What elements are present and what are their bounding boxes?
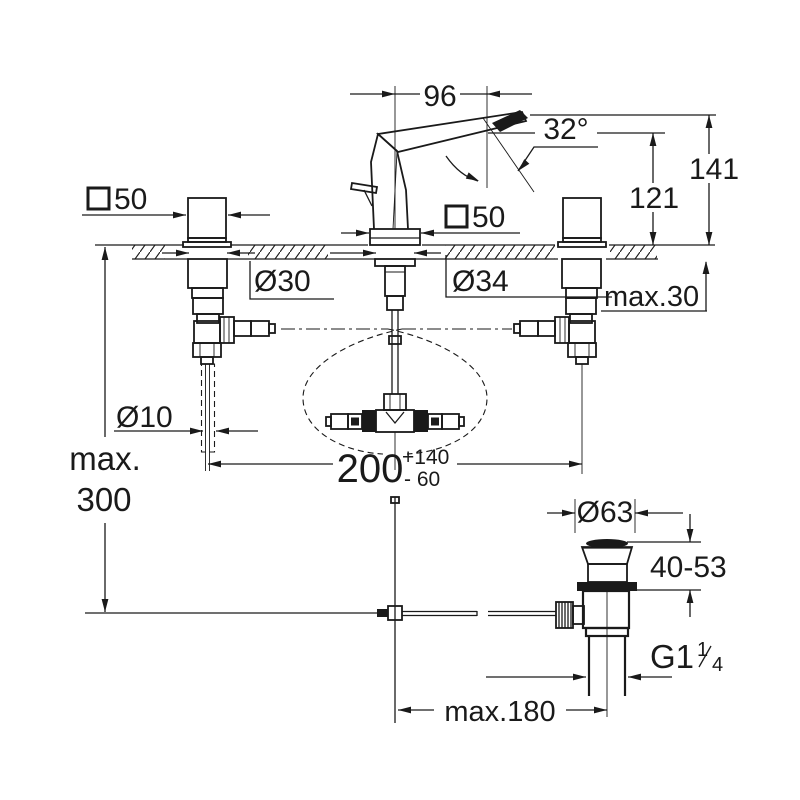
dimension-spout-angle: 32° xyxy=(445,113,665,193)
spout-blade xyxy=(375,111,528,153)
square-symbol xyxy=(444,204,469,229)
pull-rod-dashed xyxy=(200,363,216,453)
dim-d10-label: Ø10 xyxy=(116,401,173,434)
right-handle xyxy=(562,197,602,239)
dim-g1-denominator: 4 xyxy=(712,654,723,676)
dim-sq50-left-label: 50 xyxy=(114,183,147,216)
square-symbol xyxy=(86,186,111,211)
bottom-view-linkage xyxy=(377,496,556,723)
dimension-waste-flange: Ø63 xyxy=(547,496,683,533)
dimension-spout-projection: 96 xyxy=(350,80,532,188)
dimension-hole-distance: 200 +140 - 60 xyxy=(208,446,582,491)
pop-up-lever xyxy=(349,181,379,195)
hose-swing-arc-left xyxy=(302,328,403,455)
dim-d30-label: Ø30 xyxy=(254,265,311,298)
tee-connector xyxy=(375,409,415,433)
waste-body xyxy=(581,589,631,630)
left-flex-hose xyxy=(250,320,270,337)
dim-max30-label: max.30 xyxy=(604,281,699,313)
dim-4053-label: 40-53 xyxy=(650,551,727,584)
dimension-handle-square: 50 xyxy=(82,183,270,219)
waste-flange xyxy=(577,582,637,591)
dimension-deck-thickness: max.30 xyxy=(601,261,710,313)
countertop-section xyxy=(95,244,715,260)
pop-up-plug-cap xyxy=(586,539,628,548)
dimension-waste-thread: G1 1 4 xyxy=(486,638,723,681)
dim-300-label: 300 xyxy=(76,481,131,518)
dim-g1-numerator: 1 xyxy=(697,639,708,661)
dim-d63-label: Ø63 xyxy=(577,496,634,529)
dim-g1-label: G1 xyxy=(650,638,694,675)
dim-max-label: max. xyxy=(69,440,141,477)
dim-max180-label: max.180 xyxy=(444,696,555,728)
dim-200-tol-minus: - 60 xyxy=(404,468,440,491)
dimension-rod-reach: max.180 xyxy=(398,696,607,728)
dim-200-tol-plus: +140 xyxy=(402,446,449,469)
dim-200-label: 200 xyxy=(337,447,404,491)
dim-121-label: 121 xyxy=(629,182,679,215)
spout-outlet-tip xyxy=(492,110,528,132)
left-handle xyxy=(187,197,227,239)
dimension-spout-hole: Ø34 xyxy=(330,249,612,298)
spout-base xyxy=(369,228,421,246)
dimension-spout-square: 50 xyxy=(341,201,520,237)
dim-141-label: 141 xyxy=(689,153,739,186)
right-flex-hose xyxy=(519,320,539,337)
dimension-pull-rod-diameter: Ø10 xyxy=(114,401,258,435)
drain-assembly xyxy=(555,539,637,717)
dimension-clamping-range: 40-53 xyxy=(627,514,727,617)
dim-96-label: 96 xyxy=(423,80,456,113)
dim-32deg-label: 32° xyxy=(543,113,588,146)
right-valve-assembly xyxy=(513,197,607,474)
dimension-pull-rod-length: max. 300 xyxy=(69,247,383,614)
dimension-overall-height: 141 xyxy=(530,114,739,245)
left-valve-assembly xyxy=(182,197,276,471)
dim-sq50-mid-label: 50 xyxy=(472,201,505,234)
spout-assembly xyxy=(281,86,528,470)
hose-swing-arc-right xyxy=(387,328,488,455)
dimension-handle-hole: Ø30 xyxy=(162,249,334,300)
dimension-spout-height: 121 xyxy=(629,133,679,245)
dim-d34-label: Ø34 xyxy=(452,265,509,298)
